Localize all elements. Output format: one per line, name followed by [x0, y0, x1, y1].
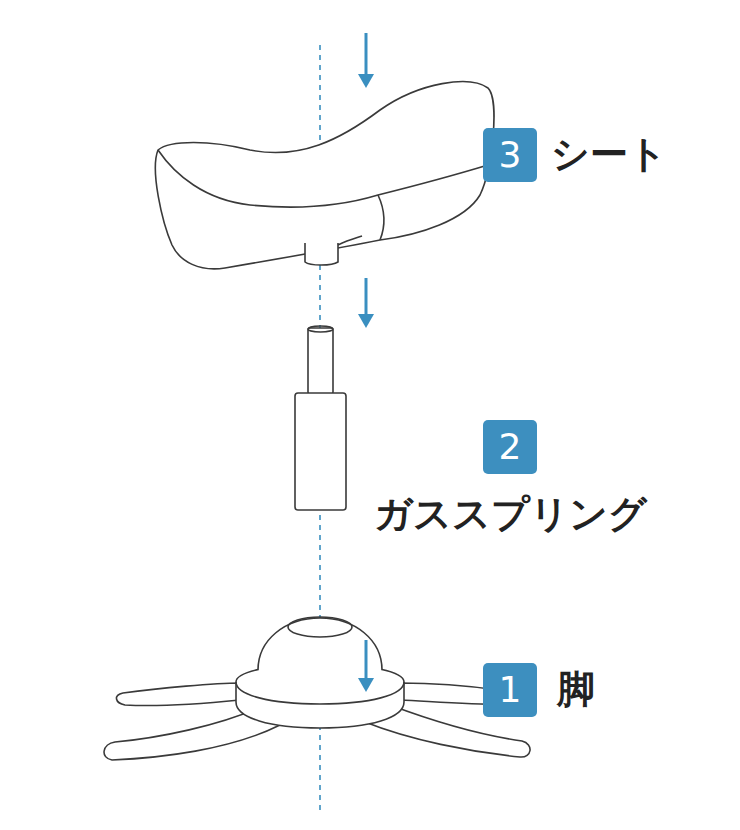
- arrow-head: [358, 678, 374, 692]
- part-name: 脚: [557, 669, 595, 711]
- seat-seam: [378, 195, 384, 240]
- seat: [155, 82, 494, 269]
- base-dome: [258, 618, 382, 670]
- callout-box: 1脚: [483, 663, 537, 717]
- spring-rod: [308, 328, 333, 394]
- arrow: [365, 640, 368, 682]
- arrow-head: [358, 314, 374, 328]
- arrow-head: [358, 74, 374, 88]
- callout-number: 3: [483, 128, 537, 182]
- callout-box: 2ガススプリング: [483, 420, 537, 474]
- base-hub: [236, 664, 404, 728]
- arrow: [365, 33, 368, 78]
- leg: [116, 683, 240, 706]
- base-hub-edge: [236, 682, 404, 704]
- callout-box: 3シート: [483, 128, 537, 182]
- seat-mount-plate: [338, 236, 362, 245]
- seat-mount: [305, 243, 338, 265]
- base-socket: [288, 617, 352, 637]
- part-name: ガススプリング: [374, 494, 647, 536]
- spring-rod-top: [308, 326, 333, 332]
- callout-number: 2: [483, 420, 537, 474]
- callout-number: 1: [483, 663, 537, 717]
- spring-cylinder: [295, 393, 346, 510]
- arrow: [365, 278, 368, 318]
- seat-edge: [158, 150, 488, 207]
- part-name: シート: [551, 134, 667, 176]
